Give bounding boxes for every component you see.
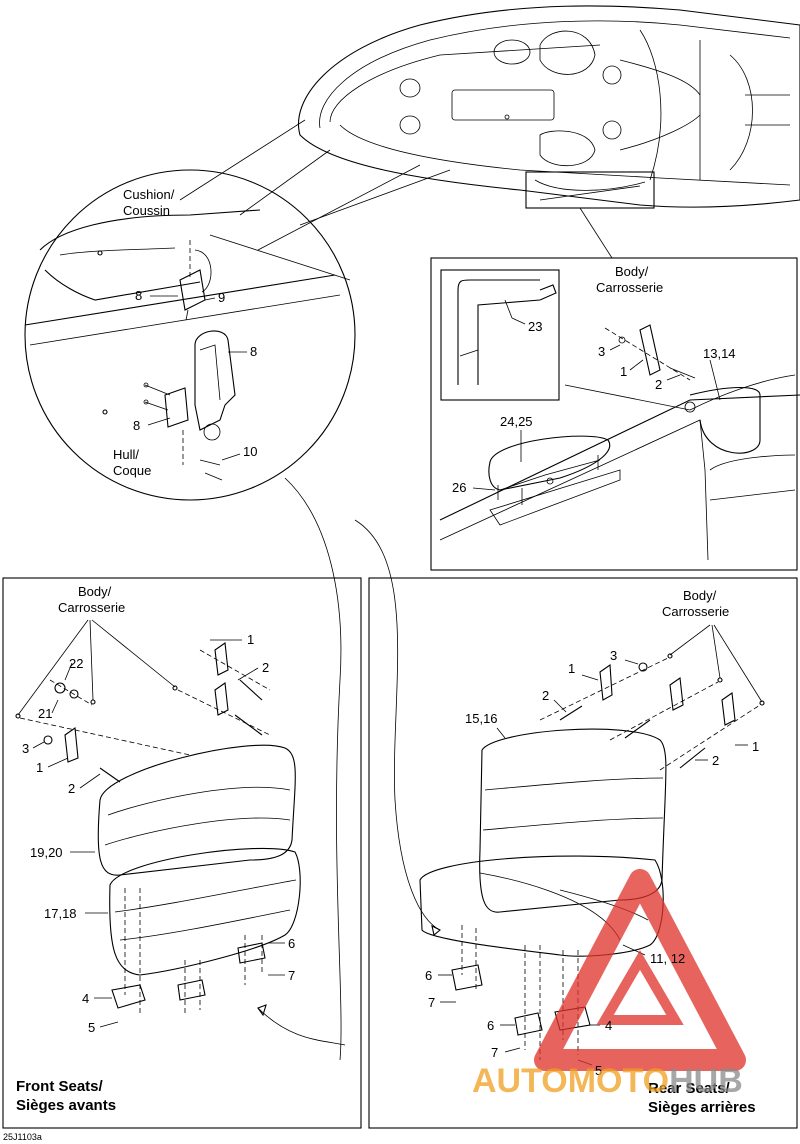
callout-rear-1b: 1 [752, 739, 759, 754]
callout-rear-11-12: 11, 12 [650, 951, 685, 966]
callout-box-26: 26 [452, 480, 466, 495]
rear-seats-panel [368, 577, 798, 1129]
callout-circle-8a: 8 [135, 288, 142, 303]
callout-front-17-18: 17,18 [44, 906, 77, 921]
callout-rear-1a: 1 [568, 661, 575, 676]
transfer-arrow-2 [354, 519, 441, 931]
callout-circle-8b: 8 [250, 344, 257, 359]
callout-rear-6b: 6 [487, 1018, 494, 1033]
callout-rear-4: 4 [605, 1018, 612, 1033]
watermark-text: AUTOMOTOHUB [472, 1062, 743, 1100]
callout-box-2: 2 [655, 377, 662, 392]
callout-front-6: 6 [288, 936, 295, 951]
body-detail-box [430, 257, 800, 571]
callout-circle-10: 10 [243, 444, 257, 459]
hinge-detail-circle [24, 169, 356, 501]
callout-front-1a: 1 [247, 632, 254, 647]
transfer-arrow [284, 477, 342, 1061]
rear-seats-title: Rear Seats/ Sièges arrières [648, 1080, 756, 1116]
callout-front-3: 3 [22, 741, 29, 756]
callout-box-23: 23 [528, 319, 542, 334]
callout-front-21: 21 [38, 706, 52, 721]
watermark-logo [534, 869, 746, 1071]
callout-front-2a: 2 [262, 660, 269, 675]
body-front-label: Body/ Carrosserie [58, 584, 125, 615]
callout-rear-7b: 7 [491, 1045, 498, 1060]
watermark-part-moto: MOTO [568, 1062, 669, 1100]
callout-box-1: 1 [620, 364, 627, 379]
figure-code: 25J1103a [3, 1132, 42, 1142]
boat-top-view [298, 5, 800, 209]
body-rear-label: Body/ Carrosserie [662, 588, 729, 619]
transfer-arrow-head [431, 924, 441, 937]
callout-rear-7a: 7 [428, 995, 435, 1010]
cushion-label: Cushion/ Coussin [123, 187, 178, 218]
callout-box-24-25: 24,25 [500, 414, 533, 429]
hull-label: Hull/ Coque [113, 447, 151, 478]
callout-front-5: 5 [88, 1020, 95, 1035]
callout-front-4: 4 [82, 991, 89, 1006]
watermark-part-hub: HUB [669, 1062, 743, 1100]
callout-front-2c: 2 [68, 781, 75, 796]
callout-rear-6a: 6 [425, 968, 432, 983]
callout-front-22: 22 [69, 656, 83, 671]
callout-rear-15-16: 15,16 [465, 711, 498, 726]
front-seats-title: Front Seats/ Sièges avants [16, 1078, 116, 1114]
boat-leader-lines [179, 119, 613, 259]
labels: Cushion/ Coussin Hull/ Coque 8 9 8 8 10 … [3, 187, 759, 1142]
callout-front-19-20: 19,20 [30, 845, 63, 860]
callout-rear-5: 5 [595, 1063, 602, 1078]
body-detail-label: Body/ Carrosserie [596, 264, 663, 295]
callout-circle-8c: 8 [133, 418, 140, 433]
callout-circle-9: 9 [218, 290, 225, 305]
callout-front-1c: 1 [36, 760, 43, 775]
callout-rear-3: 3 [610, 648, 617, 663]
callout-rear-2a: 2 [542, 688, 549, 703]
watermark-part-auto: AUTO [472, 1062, 568, 1100]
callout-box-3: 3 [598, 344, 605, 359]
callout-rear-2b: 2 [712, 753, 719, 768]
front-seats-panel [2, 577, 362, 1129]
callout-front-7: 7 [288, 968, 295, 983]
callout-box-13-14: 13,14 [703, 346, 736, 361]
